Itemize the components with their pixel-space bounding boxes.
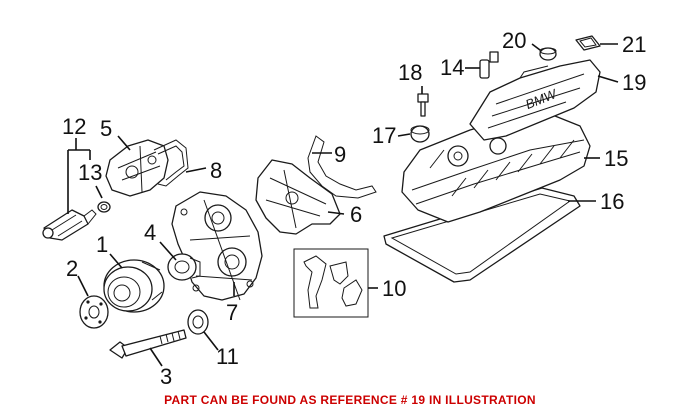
callout-9: 9 — [334, 142, 346, 167]
pulley-hub-part-4 — [167, 253, 201, 281]
callout-11: 11 — [216, 344, 239, 369]
valve-cover-gasket-part-16 — [383, 187, 581, 283]
callout-4: 4 — [144, 220, 156, 245]
timing-cover-panel-part-6 — [255, 159, 341, 235]
gasket-set-part-10 — [293, 248, 369, 318]
flange-washer-part-2 — [79, 295, 109, 329]
pad-part-21 — [575, 35, 601, 51]
grommet-part-17 — [410, 125, 430, 143]
grommet-part-20 — [539, 47, 557, 61]
reference-footer-note: PART CAN BE FOUND AS REFERENCE # 19 IN I… — [164, 393, 536, 407]
upper-timing-cover-part — [105, 139, 169, 197]
engine-cover-part-19: BMW — [469, 59, 601, 141]
callout-labels: 1 2 3 4 5 6 7 8 9 10 11 12 13 14 15 16 1… — [62, 28, 646, 389]
callout-12: 12 — [62, 114, 86, 139]
callout-14: 14 — [440, 55, 464, 80]
callout-8: 8 — [210, 158, 222, 183]
callout-17: 17 — [372, 123, 396, 148]
leader-lines — [67, 43, 619, 367]
crankshaft-pulley-part-1 — [103, 259, 165, 313]
callout-5: 5 — [100, 116, 112, 141]
callout-10: 10 — [382, 276, 406, 301]
callout-13: 13 — [78, 160, 102, 185]
gasket-strip-part-9 — [307, 135, 377, 199]
valve-cover-part-15 — [401, 109, 591, 223]
pulley-bolt-part-3 — [109, 329, 187, 359]
callout-18: 18 — [398, 60, 422, 85]
cover-gasket-part-8 — [153, 139, 189, 187]
callout-2: 2 — [66, 256, 78, 281]
vanos-solenoid-part — [42, 209, 97, 241]
bolt-part-18 — [417, 93, 429, 117]
shaft-seal-part-11 — [187, 309, 209, 335]
callout-3: 3 — [160, 364, 172, 389]
o-ring-part-13 — [97, 201, 111, 213]
callout-21: 21 — [622, 32, 646, 57]
callout-16: 16 — [600, 189, 624, 214]
callout-19: 19 — [622, 70, 646, 95]
sensor-part-14 — [479, 51, 499, 79]
callout-7: 7 — [226, 300, 238, 325]
callout-6: 6 — [350, 202, 362, 227]
lower-timing-cover-part — [171, 191, 263, 301]
callout-15: 15 — [604, 146, 628, 171]
callout-1: 1 — [96, 232, 108, 257]
callout-20: 20 — [502, 28, 526, 53]
